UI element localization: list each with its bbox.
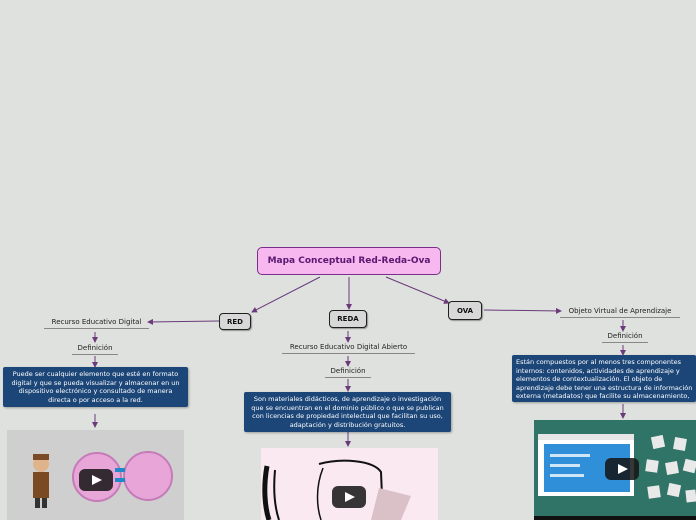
node-ova[interactable]: OVA xyxy=(448,301,482,320)
reda-meaning[interactable]: Recurso Educativo Digital Abierto xyxy=(282,343,415,354)
reda-video-illustration xyxy=(262,459,411,520)
play-icon[interactable] xyxy=(332,486,366,508)
red-video-thumbnail[interactable] xyxy=(7,430,184,520)
central-topic[interactable]: Mapa Conceptual Red-Reda-Ova xyxy=(257,247,441,275)
ova-video-illustration xyxy=(534,420,696,520)
red-meaning[interactable]: Recurso Educativo Digital xyxy=(44,318,149,329)
node-red[interactable]: RED xyxy=(219,313,251,330)
play-icon[interactable] xyxy=(605,458,639,480)
node-reda[interactable]: REDA xyxy=(329,310,367,328)
reda-video-thumbnail[interactable] xyxy=(261,448,438,520)
red-definition-box[interactable]: Puede ser cualquier elemento que esté en… xyxy=(3,367,188,407)
ova-meaning[interactable]: Objeto Virtual de Aprendizaje xyxy=(560,307,680,318)
ova-definition-box[interactable]: Están compuestos por al menos tres compo… xyxy=(512,355,696,402)
play-icon[interactable] xyxy=(79,469,113,491)
ova-definition-label[interactable]: Definición xyxy=(602,332,648,343)
red-definition-label[interactable]: Definición xyxy=(72,344,118,355)
reda-definition-label[interactable]: Definición xyxy=(325,367,371,378)
reda-definition-box[interactable]: Son materiales didácticos, de aprendizaj… xyxy=(244,392,451,432)
ova-video-thumbnail[interactable] xyxy=(534,420,696,520)
